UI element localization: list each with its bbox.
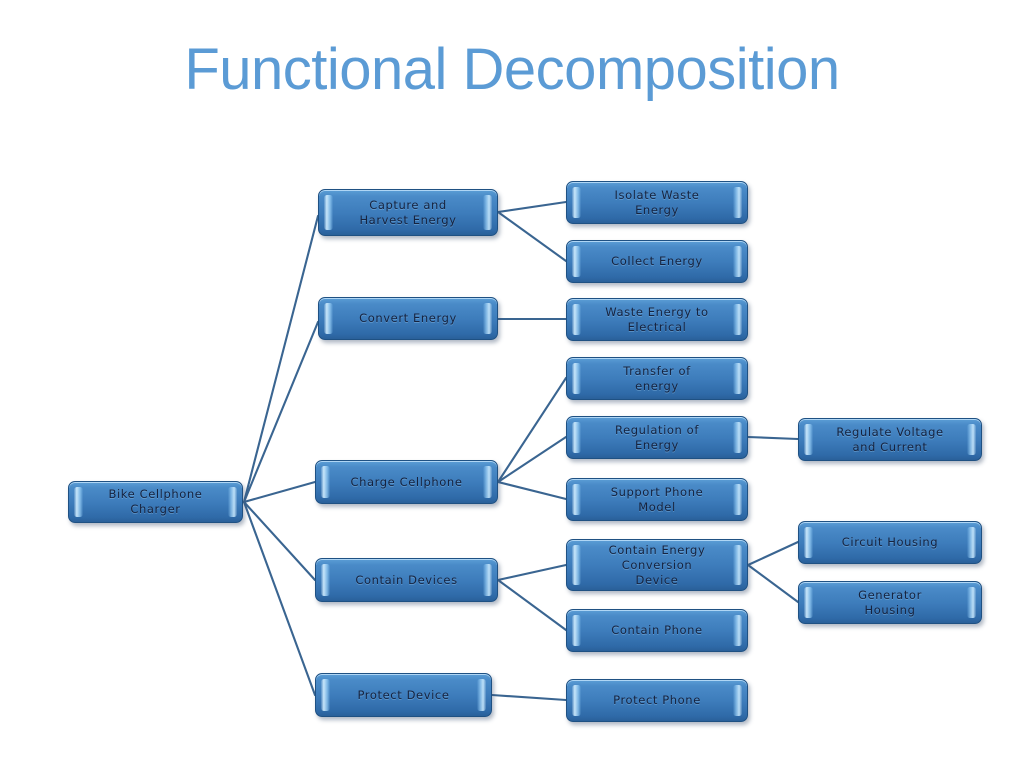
node-collect[interactable]: Collect Energy — [566, 240, 748, 283]
node-root[interactable]: Bike Cellphone Charger — [68, 481, 243, 523]
connector-capture-to-collect — [496, 210, 568, 263]
node-label-regvolt: Regulate Voltage and Current — [836, 424, 944, 454]
connector-containconv-to-circuithousing — [746, 540, 800, 567]
connector-charge-to-transfer — [496, 376, 568, 484]
connector-root-to-convert — [242, 320, 320, 504]
node-label-support: Support Phone Model — [610, 484, 704, 514]
node-circuithousing[interactable]: Circuit Housing — [798, 521, 982, 564]
connector-containconv-to-generatorhousing — [746, 563, 800, 604]
node-label-collect: Collect Energy — [611, 254, 703, 268]
connector-contain-to-containconv — [496, 563, 568, 582]
node-contain[interactable]: Contain Devices — [315, 558, 498, 602]
node-label-waste2elec: Waste Energy to Electrical — [605, 304, 709, 334]
node-transfer[interactable]: Transfer of energy — [566, 357, 748, 400]
node-label-circuithousing: Circuit Housing — [841, 535, 939, 549]
node-label-regulation: Regulation of Energy — [615, 422, 699, 452]
node-regulation[interactable]: Regulation of Energy — [566, 416, 748, 459]
connector-capture-to-isolate — [496, 200, 568, 214]
page-title: Functional Decomposition — [184, 37, 840, 102]
node-waste2elec[interactable]: Waste Energy to Electrical — [566, 298, 748, 341]
node-charge[interactable]: Charge Cellphone — [315, 460, 498, 504]
connector-root-to-contain — [242, 500, 317, 582]
node-label-root: Bike Cellphone Charger — [108, 487, 203, 516]
node-label-convert: Convert Energy — [359, 311, 457, 325]
node-containphone[interactable]: Contain Phone — [566, 609, 748, 652]
node-protectphone[interactable]: Protect Phone — [566, 679, 748, 722]
node-label-containphone: Contain Phone — [611, 623, 703, 637]
connector-root-to-charge — [242, 480, 317, 504]
node-label-protectphone: Protect Phone — [613, 693, 701, 707]
node-label-charge: Charge Cellphone — [350, 474, 463, 489]
connector-root-to-protect — [242, 500, 317, 697]
connector-protect-to-protectphone — [490, 693, 568, 702]
connector-regulation-to-regvolt — [746, 435, 800, 441]
node-regvolt[interactable]: Regulate Voltage and Current — [798, 418, 982, 461]
node-containconv[interactable]: Contain Energy Conversion Device — [566, 539, 748, 591]
node-label-capture: Capture and Harvest Energy — [359, 197, 457, 227]
node-convert[interactable]: Convert Energy — [318, 297, 498, 340]
node-protect[interactable]: Protect Device — [315, 673, 492, 717]
connector-charge-to-support — [496, 480, 568, 501]
node-label-isolate: Isolate Waste Energy — [614, 187, 700, 217]
node-label-containconv: Contain Energy Conversion Device — [608, 542, 706, 587]
connector-root-to-capture — [242, 214, 320, 504]
connector-contain-to-containphone — [496, 578, 568, 632]
connector-charge-to-regulation — [496, 435, 568, 484]
node-label-contain: Contain Devices — [355, 572, 458, 587]
node-generatorhousing[interactable]: Generator Housing — [798, 581, 982, 624]
node-isolate[interactable]: Isolate Waste Energy — [566, 181, 748, 224]
node-capture[interactable]: Capture and Harvest Energy — [318, 189, 498, 236]
node-support[interactable]: Support Phone Model — [566, 478, 748, 521]
node-label-generatorhousing: Generator Housing — [858, 587, 922, 617]
node-label-transfer: Transfer of energy — [623, 363, 691, 393]
node-label-protect: Protect Device — [357, 687, 450, 702]
